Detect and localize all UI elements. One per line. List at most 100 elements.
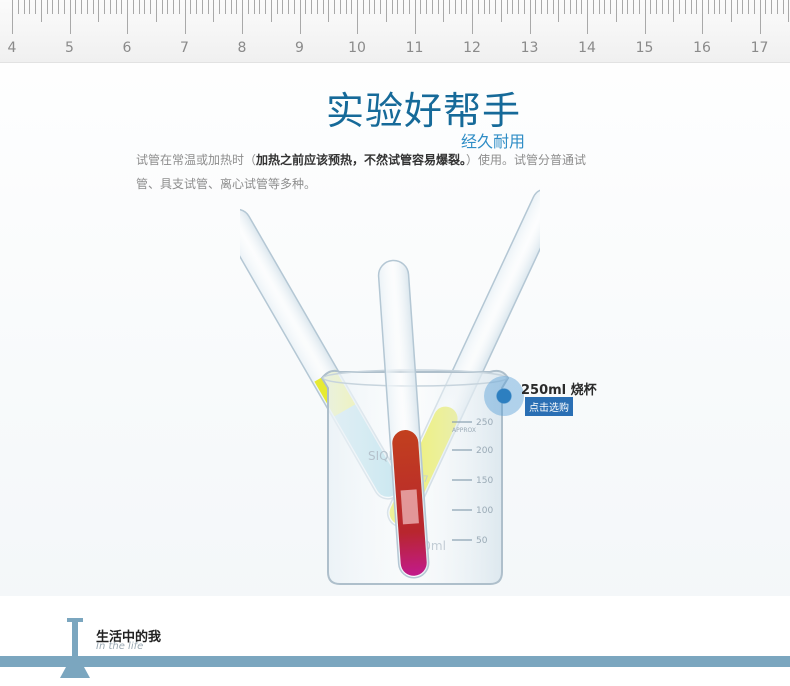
ruler-tick xyxy=(615,0,617,22)
ruler-tick xyxy=(759,0,761,34)
ruler-tick xyxy=(17,0,19,14)
ruler-tick xyxy=(339,0,341,14)
ruler-tick xyxy=(265,0,266,14)
ruler-tick xyxy=(719,0,721,14)
footer-subtitle: In the life xyxy=(96,641,144,652)
ruler-tick xyxy=(558,0,560,22)
ruler-tick xyxy=(725,0,726,14)
ruler-tick xyxy=(138,0,140,14)
ruler-tick xyxy=(713,0,715,14)
ruler-tick xyxy=(604,0,606,14)
ruler-number: 14 xyxy=(578,40,596,56)
test-tube-icon xyxy=(60,618,90,678)
ruler-tick xyxy=(253,0,255,14)
ruler-tick xyxy=(219,0,220,14)
ruler-tick xyxy=(765,0,767,14)
ruler-tick xyxy=(621,0,623,14)
ruler-tick xyxy=(98,0,100,22)
ruler-tick xyxy=(259,0,261,14)
buy-now-button[interactable]: 点击选购 xyxy=(525,397,573,416)
ruler-tick xyxy=(334,0,335,14)
footer-title: 生活中的我 xyxy=(96,630,162,645)
ruler-tick xyxy=(207,0,209,14)
beaker-scale-100: 100 xyxy=(476,506,493,516)
ruler-tick xyxy=(466,0,468,14)
footer-bar xyxy=(0,656,790,667)
ruler-tick xyxy=(512,0,514,14)
ruler-tick xyxy=(518,0,519,14)
ruler-number: 16 xyxy=(693,40,711,56)
ruler-tick xyxy=(213,0,215,22)
ruler-tick xyxy=(730,0,732,22)
beaker-scale-150: 150 xyxy=(476,476,493,486)
ruler-tick xyxy=(408,0,410,14)
ruler-tick xyxy=(374,0,376,14)
ruler-tick xyxy=(230,0,232,14)
ruler-number: 17 xyxy=(750,40,769,56)
description-warning: 加热之前应该预热，不然试管容易爆裂。 xyxy=(256,153,467,167)
headline: 实验好帮手 xyxy=(326,89,522,133)
ruler-tick xyxy=(598,0,600,14)
ruler-tick xyxy=(282,0,284,14)
ruler-tick xyxy=(75,0,77,14)
ruler-tick xyxy=(690,0,692,14)
description: 试管在常温或加热时（加热之前应该预热，不然试管容易爆裂。）使用。试管分普通试管、… xyxy=(136,148,596,196)
ruler-tick xyxy=(541,0,542,14)
ruler-tick xyxy=(650,0,652,14)
ruler-tick xyxy=(305,0,307,14)
ruler-tick xyxy=(397,0,399,14)
ruler-tick xyxy=(293,0,295,14)
ruler-tick xyxy=(592,0,594,14)
ruler-tick xyxy=(472,0,473,34)
ruler-tick xyxy=(362,0,364,14)
ruler-tick xyxy=(270,0,272,22)
ruler-tick xyxy=(357,0,358,34)
beaker-scale-50: 50 xyxy=(476,536,488,546)
ruler-tick xyxy=(322,0,324,14)
ruler-tick xyxy=(748,0,749,14)
ruler-tick xyxy=(638,0,640,14)
ruler-tick xyxy=(161,0,163,14)
ruler-tick xyxy=(46,0,48,14)
ruler-tick xyxy=(391,0,393,14)
ruler-tick xyxy=(454,0,456,14)
ruler-tick xyxy=(684,0,686,14)
beaker-approx: APPROX xyxy=(452,427,476,434)
ruler-tick xyxy=(437,0,439,14)
ruler-tick xyxy=(224,0,226,14)
footer-section: 生活中的我 In the life xyxy=(0,596,790,686)
ruler-tick xyxy=(771,0,772,14)
ruler-tick xyxy=(782,0,784,14)
ruler-tick xyxy=(190,0,192,14)
ruler-tick xyxy=(276,0,278,14)
ruler-tick xyxy=(247,0,249,14)
ruler-tick xyxy=(788,0,790,22)
callout-title: 250ml 烧杯 xyxy=(521,383,597,398)
ruler-tick xyxy=(86,0,88,14)
ruler-tick xyxy=(155,0,157,22)
ruler-tick xyxy=(104,0,105,14)
ruler-tick xyxy=(587,0,588,34)
ruler-tick xyxy=(696,0,698,14)
ruler-tick xyxy=(564,0,565,14)
beaker-scale-250: 250 xyxy=(476,418,493,428)
ruler-tick xyxy=(667,0,669,14)
ruler-tick xyxy=(132,0,134,14)
ruler-tick xyxy=(23,0,25,14)
description-part2: ）使用。试管分普通试管、具支试管、离心试管等多种。 xyxy=(136,153,587,191)
ruler-number: 4 xyxy=(7,40,17,56)
ruler-tick xyxy=(380,0,381,14)
ruler-tick xyxy=(81,0,82,14)
ruler-tick xyxy=(288,0,289,14)
ruler-tick xyxy=(351,0,353,14)
ruler-tick xyxy=(29,0,31,14)
ruler-tick xyxy=(109,0,111,14)
beaker-scale-200: 200 xyxy=(476,446,493,456)
ruler-tick xyxy=(63,0,65,14)
ruler-tick xyxy=(196,0,197,14)
ruler-tick xyxy=(184,0,186,34)
ruler-tick xyxy=(426,0,427,14)
ruler-tick xyxy=(495,0,496,14)
ruler-tick xyxy=(403,0,404,14)
